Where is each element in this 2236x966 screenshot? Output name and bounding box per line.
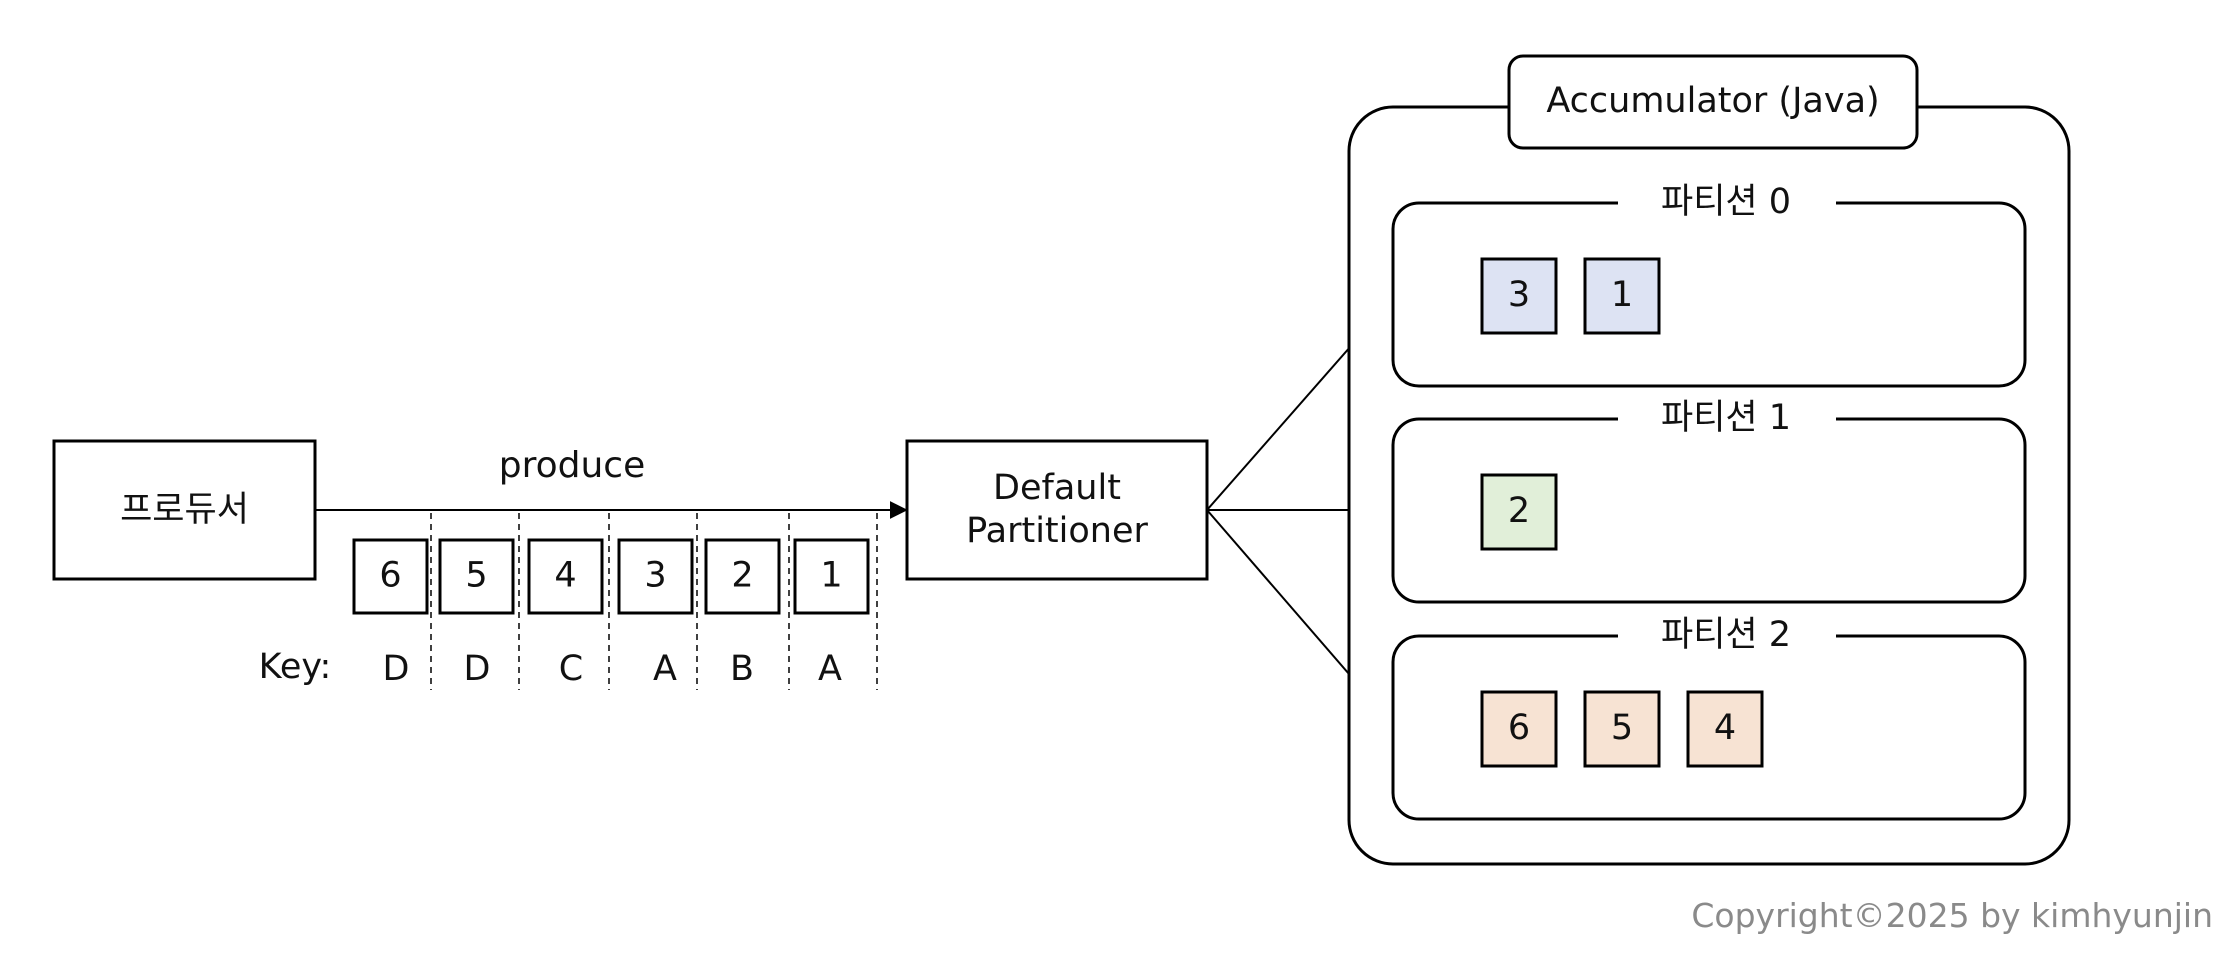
- partition-title: 파티션 1: [1661, 398, 1791, 438]
- copyright-text: Copyright©2025 by kimhyunjin: [1691, 896, 2213, 935]
- message-box: [352, 538, 429, 615]
- partition-box: 파티션 2 6 5 4: [1391, 615, 2027, 821]
- partitioner-label-line2: Partitioner: [966, 511, 1148, 551]
- message-id: 6: [379, 556, 401, 596]
- message-id: 2: [731, 556, 753, 596]
- message-id: 5: [465, 556, 487, 596]
- partition-record-id: 5: [1611, 708, 1633, 748]
- produce-label: produce: [499, 445, 646, 486]
- partition-record: [1583, 257, 1661, 335]
- message-key: A: [818, 649, 842, 689]
- message-record: 1A: [793, 538, 870, 689]
- partition-box: 파티션 0 3 1: [1391, 182, 2027, 388]
- message-key: A: [653, 649, 677, 689]
- partition-title: 파티션 0: [1661, 182, 1791, 222]
- partition-record-id: 6: [1508, 708, 1530, 748]
- partition-record-id: 2: [1508, 491, 1530, 531]
- message-record: 4C: [527, 538, 604, 689]
- message-id: 4: [554, 556, 576, 596]
- message-box: [793, 538, 870, 615]
- producer-node: 프로듀서: [52, 439, 317, 581]
- partitioner-label-line1: Default: [993, 468, 1121, 508]
- partition-title-gap: [1618, 199, 1836, 207]
- partition-record: [1480, 690, 1558, 768]
- message-key: D: [464, 649, 491, 689]
- produce-arrow: produce: [315, 445, 908, 519]
- partition-record: [1686, 690, 1764, 768]
- message-id: 1: [820, 556, 842, 596]
- message-id: 3: [644, 556, 666, 596]
- partition-list: 파티션 0 3 1 파티션 1 2 파티션 2 6 5 4: [1391, 182, 2027, 821]
- message-key: D: [383, 649, 410, 689]
- accumulator-title-tab: Accumulator (Java): [1507, 54, 1919, 150]
- message-key: B: [730, 649, 754, 689]
- partition-title: 파티션 2: [1661, 615, 1791, 655]
- partition-record: [1583, 690, 1661, 768]
- partition-title-gap: [1618, 632, 1836, 640]
- partition-record-id: 1: [1611, 275, 1633, 315]
- message-box: [438, 538, 515, 615]
- accumulator-title: Accumulator (Java): [1546, 81, 1879, 121]
- partition-record: [1480, 473, 1558, 551]
- message-key: C: [559, 649, 583, 689]
- partition-title-gap: [1618, 415, 1836, 423]
- message-record: 5D: [438, 538, 515, 689]
- message-record: 3A: [617, 538, 694, 689]
- partition-box: 파티션 1 2: [1391, 398, 2027, 604]
- partitioner-node: Default Partitioner: [905, 439, 1209, 581]
- partition-record-id: 4: [1714, 708, 1736, 748]
- partition-record: [1480, 257, 1558, 335]
- message-record: 6D: [352, 538, 429, 689]
- producer-label: 프로듀서: [120, 490, 249, 530]
- message-box: [527, 538, 604, 615]
- partition-record-id: 3: [1508, 275, 1530, 315]
- key-label: Key:: [259, 647, 332, 687]
- message-box: [704, 538, 781, 615]
- message-box: [617, 538, 694, 615]
- message-record: 2B: [704, 538, 781, 689]
